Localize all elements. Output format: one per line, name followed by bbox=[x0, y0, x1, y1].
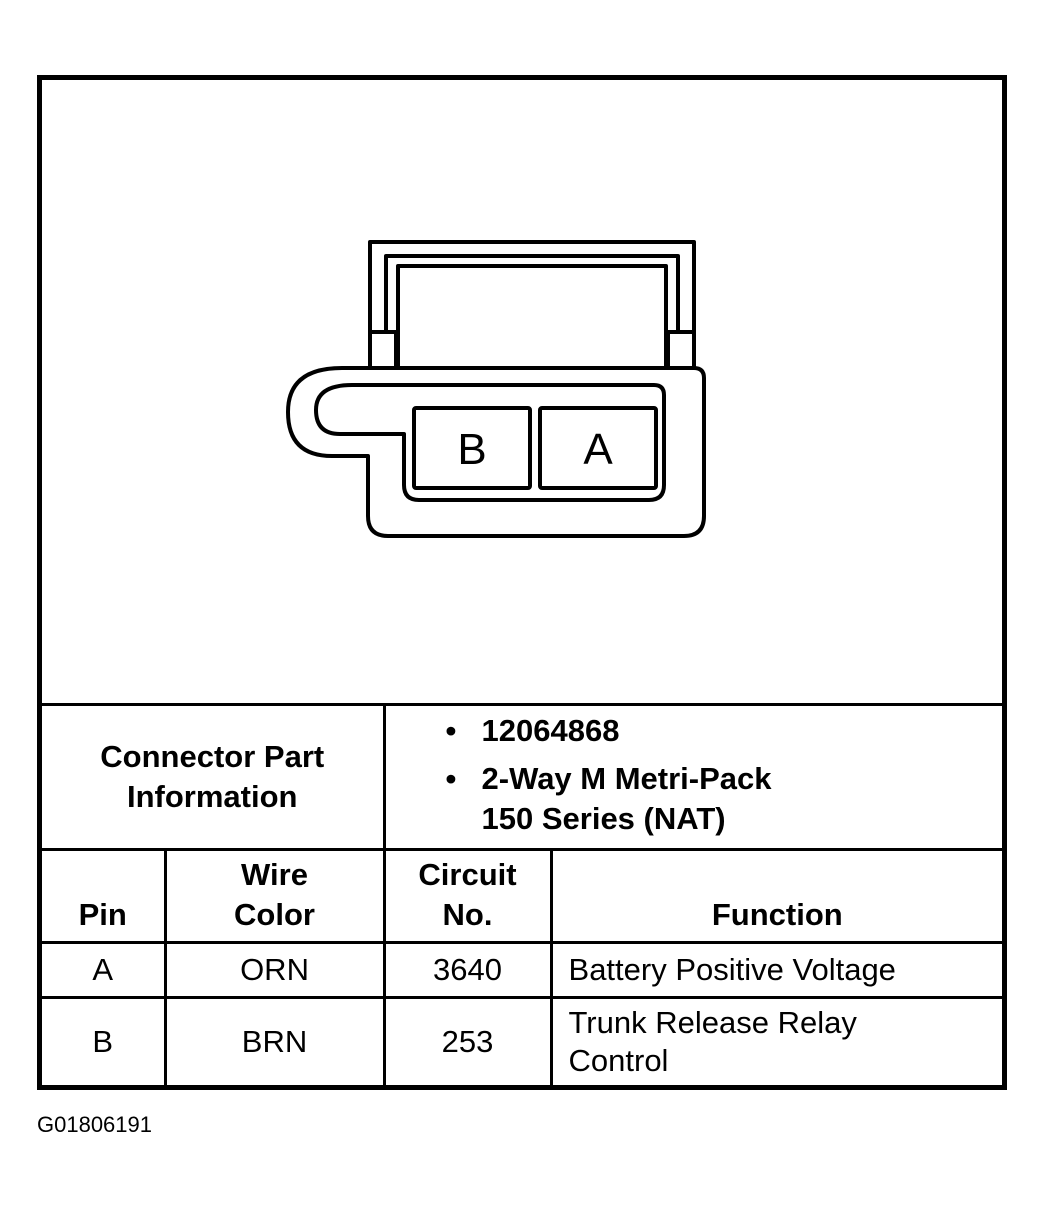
row-a-wire-color: ORN bbox=[163, 941, 386, 999]
row-a-function: Battery Positive Voltage bbox=[549, 941, 1003, 999]
terminal-cavity-b bbox=[412, 406, 532, 490]
terminal-cavity-a bbox=[538, 406, 658, 490]
figure-id: G01806191 bbox=[37, 1112, 152, 1137]
part-info-row: Connector Part Information 12064868 2-Wa… bbox=[42, 703, 1003, 851]
connector-type-line1: 2-Way M Metri-Pack bbox=[481, 761, 772, 796]
connector-info-table: Connector Part Information 12064868 2-Wa… bbox=[42, 703, 1003, 1085]
row-a-function-line1: Battery Positive Voltage bbox=[568, 952, 896, 987]
part-number: 12064868 bbox=[481, 713, 620, 748]
header-function: Function bbox=[549, 848, 1003, 944]
connector-face-drawing: B A bbox=[286, 240, 706, 538]
row-b-function-line2: Control bbox=[568, 1043, 669, 1078]
connector-type-line2: 150 Series (NAT) bbox=[481, 801, 726, 836]
header-wire-color: Wire Color bbox=[163, 848, 386, 944]
row-b-pin: B bbox=[42, 996, 167, 1085]
table-row: B BRN 253 Trunk Release Relay Control bbox=[42, 996, 1003, 1085]
latch-tab-left bbox=[368, 330, 398, 370]
header-wire-color-line1: Wire bbox=[241, 857, 308, 892]
diagram-frame: B A Connector Part Information 12064868 bbox=[37, 75, 1007, 1090]
row-a-pin: A bbox=[42, 941, 167, 999]
connector-latch-outer bbox=[368, 240, 696, 368]
connector-body bbox=[286, 366, 706, 538]
row-b-wire-color: BRN bbox=[163, 996, 386, 1085]
header-circuit-line1: Circuit bbox=[418, 857, 517, 892]
header-circuit-line2: No. bbox=[442, 897, 493, 932]
header-wire-color-line2: Color bbox=[234, 897, 315, 932]
connector-latch-inner bbox=[384, 254, 680, 368]
connector-diagram: B A bbox=[42, 80, 1002, 703]
header-pin-label: Pin bbox=[78, 897, 127, 932]
connector-latch-slot bbox=[396, 264, 668, 366]
part-info-values: 12064868 2-Way M Metri-Pack 150 Series (… bbox=[382, 703, 1003, 851]
row-a-circuit: 3640 bbox=[382, 941, 553, 999]
pin-label-b: B bbox=[457, 425, 486, 474]
part-number-item: 12064868 bbox=[446, 711, 1003, 751]
row-b-function: Trunk Release Relay Control bbox=[549, 996, 1003, 1085]
header-function-label: Function bbox=[711, 897, 843, 932]
table-header-row: Pin Wire Color Circuit No. Function bbox=[42, 848, 1003, 944]
table-row: A ORN 3640 Battery Positive Voltage bbox=[42, 941, 1003, 999]
part-info-label-line2: Information bbox=[127, 779, 298, 814]
pin-label-a: A bbox=[583, 425, 613, 474]
connector-cavity bbox=[314, 383, 666, 502]
latch-tab-right bbox=[666, 330, 696, 370]
header-pin: Pin bbox=[42, 848, 167, 944]
row-b-circuit: 253 bbox=[382, 996, 553, 1085]
row-b-function-line1: Trunk Release Relay bbox=[568, 1005, 857, 1040]
connector-type-item: 2-Way M Metri-Pack 150 Series (NAT) bbox=[446, 759, 1003, 839]
part-info-label: Connector Part Information bbox=[42, 703, 386, 851]
header-circuit-no: Circuit No. bbox=[382, 848, 553, 944]
part-info-label-line1: Connector Part bbox=[100, 739, 325, 774]
